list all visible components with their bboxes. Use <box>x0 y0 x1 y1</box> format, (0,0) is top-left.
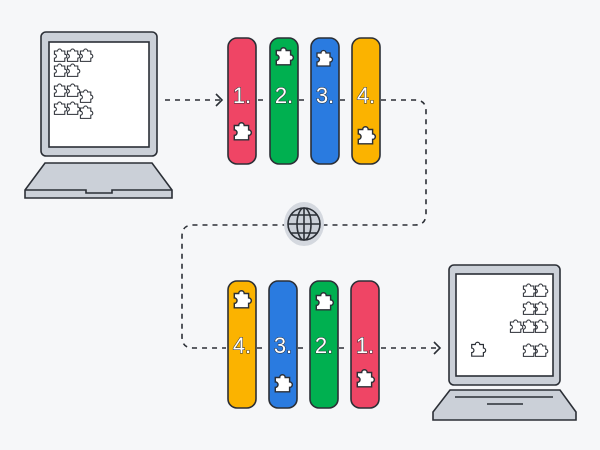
packet-label: 1. <box>233 83 251 108</box>
bottom-packet-3: 3. <box>268 280 298 409</box>
sender-laptop-icon <box>24 31 173 199</box>
puzzle-piece-icon <box>471 341 487 357</box>
packet-label: 4. <box>233 333 251 358</box>
puzzle-piece-icon <box>233 290 253 309</box>
packet-label: 1. <box>356 333 374 358</box>
receiver-laptop-icon <box>432 264 577 421</box>
puzzle-piece-icon <box>315 292 335 311</box>
puzzle-piece-icon <box>274 374 294 393</box>
packet-label: 2. <box>275 83 293 108</box>
packet-label: 3. <box>316 83 334 108</box>
puzzle-piece-icon <box>356 369 376 388</box>
bottom-packet-4: 4. <box>227 280 257 409</box>
bottom-packet-2: 2. <box>309 280 339 409</box>
packet-label: 4. <box>357 83 375 108</box>
bottom-packet-1: 1. <box>350 280 380 409</box>
puzzle-piece-icon <box>316 49 334 67</box>
puzzle-piece-icon <box>357 126 377 145</box>
top-packet-2: 2. <box>269 37 299 165</box>
packet-label: 3. <box>274 333 292 358</box>
top-packet-3: 3. <box>310 37 340 165</box>
packet-label: 2. <box>315 333 333 358</box>
puzzle-piece-icon <box>275 47 295 66</box>
puzzle-piece-icon <box>233 122 253 141</box>
globe-icon <box>284 202 324 246</box>
top-packet-4: 4. <box>351 37 381 165</box>
top-packet-1: 1. <box>227 37 257 165</box>
